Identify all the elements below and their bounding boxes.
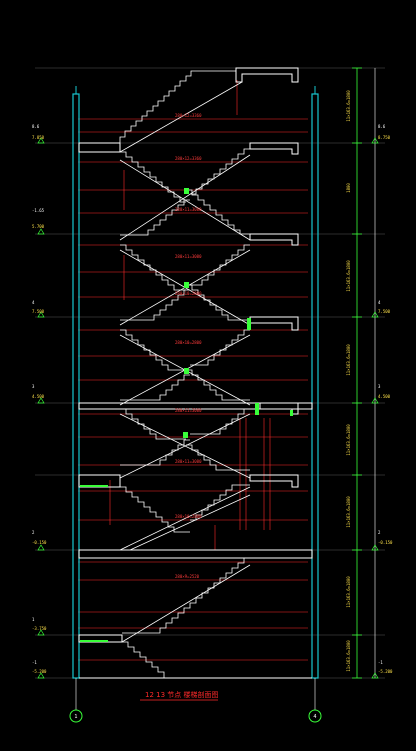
axis-bubble-4 — [308, 709, 322, 723]
left-level-sub: -5.200 — [32, 669, 47, 674]
left-level-label: 3 — [32, 384, 35, 389]
right-level-sub: -0.150 — [378, 540, 393, 545]
left-level-label: 2 — [32, 530, 35, 535]
flight-label: 280×12=3360 — [175, 156, 202, 161]
right-level-sub: -5.200 — [378, 669, 393, 674]
left-level-label: 4 — [32, 300, 35, 305]
right-dim-label: 11×163.6=1800 — [346, 344, 351, 376]
right-dimension-labels: 11×163.6=1800 1800 11×163.6=1800 11×163.… — [346, 90, 351, 672]
left-level-sub: 5.700 — [32, 224, 45, 229]
left-level-label: -1.65 — [32, 208, 45, 213]
level-lines — [35, 67, 385, 679]
right-level-labels: 8.6 8.750 4 7.500 3 4.500 2 -0.150 -1 -5… — [378, 124, 393, 674]
right-level-label: 2 — [378, 530, 381, 535]
right-level-label: 8.6 — [378, 124, 386, 129]
left-level-label: -1 — [32, 660, 37, 665]
axis-label-4: 4 — [313, 714, 316, 720]
axis-bubbles: 1 4 — [69, 678, 322, 723]
right-level-label: -1 — [378, 660, 383, 665]
flight-label: 280×11=3080 — [175, 408, 202, 413]
right-dim-label: 11×163.6=1800 — [346, 90, 351, 122]
axis-label-1: 1 — [74, 714, 77, 720]
left-level-sub: 7.850 — [32, 135, 45, 140]
left-level-labels: 8.6 7.850 -1.65 5.700 4 7.500 3 4.500 2 … — [32, 124, 47, 674]
right-level-sub: 7.500 — [378, 309, 391, 314]
right-wall — [311, 93, 319, 679]
left-level-sub: 4.500 — [32, 394, 45, 399]
right-dim-label: 11×163.6=1800 — [346, 640, 351, 672]
flight-label: 280×11=3080 — [175, 459, 202, 464]
walls — [72, 86, 319, 679]
flight-label: 280×10=2800 — [175, 340, 202, 345]
flight-labels: 280×12=3360 280×12=3360 280×11=3080 280×… — [175, 113, 202, 579]
flight-label: 280×9=2520 — [175, 574, 200, 579]
right-level-label: 4 — [378, 300, 381, 305]
right-dim-label: 11×163.6=1800 — [346, 496, 351, 528]
flight-label: 280×10=2800 — [175, 291, 202, 296]
right-dim-label: 1800 — [346, 183, 351, 193]
left-level-label: 8.6 — [32, 124, 40, 129]
axis-bubble-1 — [69, 709, 83, 723]
green-markers — [80, 188, 293, 642]
flight-label: 280×11=3080 — [175, 254, 202, 259]
drawing-title: 12 13 节点 楼梯剖面图 — [145, 690, 219, 699]
right-dim-label: 11×163.6=1800 — [346, 424, 351, 456]
left-level-sub: -0.150 — [32, 540, 47, 545]
left-level-sub: -3.750 — [32, 626, 47, 631]
right-level-sub: 8.750 — [378, 135, 391, 140]
level-markers — [37, 137, 379, 679]
right-dim-label: 11×163.6=1800 — [346, 260, 351, 292]
left-level-sub: 7.500 — [32, 309, 45, 314]
red-dimension-lines — [78, 80, 308, 661]
right-dim-label: 11×163.6=1800 — [346, 576, 351, 608]
flight-label: 280×12=3360 — [175, 113, 202, 118]
left-level-label: 1 — [32, 617, 35, 622]
right-level-sub: 4.500 — [378, 394, 391, 399]
right-dimension-chain — [352, 67, 376, 679]
right-level-label: 3 — [378, 384, 381, 389]
flight-label: 280×11=3080 — [175, 207, 202, 212]
flight-label: 280×10=2800 — [175, 514, 202, 519]
left-wall — [72, 93, 80, 679]
